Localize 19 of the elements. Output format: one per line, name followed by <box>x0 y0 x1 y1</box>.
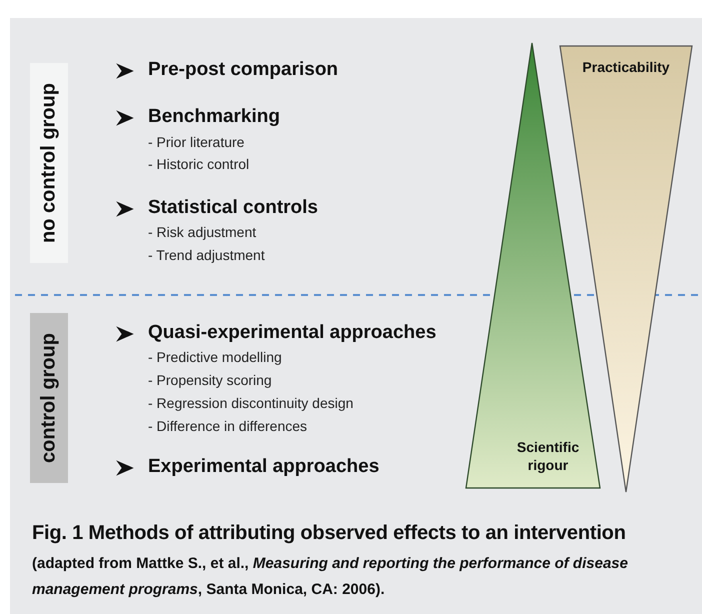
triangle-label: Practicability <box>581 58 671 76</box>
method-heading: Statistical controls <box>148 196 318 220</box>
method-heading: Pre-post comparison <box>148 58 338 82</box>
method-heading: Experimental approaches <box>148 455 380 479</box>
sub-item-text: - Propensity scoring <box>148 371 272 390</box>
sub-item-text: - Regression discontinuity design <box>148 394 354 413</box>
sub-item-text: - Prior literature <box>148 133 244 152</box>
method-heading: Benchmarking <box>148 105 280 129</box>
method-heading: Quasi-experimental approaches <box>148 321 436 345</box>
triangle-label: Scientific rigour <box>516 438 580 474</box>
group-label-band: no control group <box>30 63 68 263</box>
sub-item-text: - Historic control <box>148 155 250 174</box>
sub-item-text: - Risk adjustment <box>148 223 256 242</box>
sub-item-text: - Predictive modelling <box>148 348 282 367</box>
sub-item-text: - Trend adjustment <box>148 246 265 265</box>
sub-item-text: - Difference in differences <box>148 417 308 436</box>
figure-caption: (adapted from Mattke S., et al., Measuring and reporting the performance of disease management programs, Santa Monica, CA: 2006). <box>32 554 629 600</box>
group-label-band: control group <box>30 313 68 483</box>
figure-title: Fig. 1 Methods of attributing observed effects to an intervention <box>32 522 627 545</box>
